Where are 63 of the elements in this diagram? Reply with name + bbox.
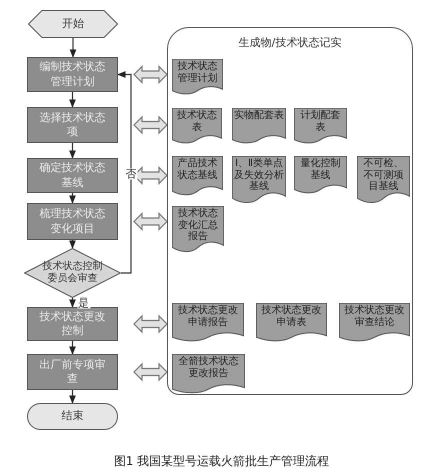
node-label: 技术状态变化汇总报告 <box>177 208 219 242</box>
node-label: 生成物/技术状态记实 <box>238 35 342 51</box>
document-shape <box>172 59 223 95</box>
double-block-arrow <box>133 362 168 382</box>
double-block-arrow <box>133 65 168 84</box>
document-shape <box>172 108 222 144</box>
node-label: 全箭技术状态更改报告 <box>178 356 240 379</box>
document-shape <box>232 156 286 204</box>
double-block-arrow <box>133 212 168 231</box>
node-label: 技术状态更改审查结论 <box>344 305 406 328</box>
arrow <box>69 143 76 159</box>
node-label: 量化控制基线 <box>300 158 342 181</box>
document-shape <box>172 206 224 253</box>
double-block-arrow <box>133 116 168 134</box>
document-shape <box>339 303 410 342</box>
document-shape <box>256 303 327 342</box>
node-label: 产品技术状态基线 <box>176 158 218 181</box>
document-shape <box>232 108 286 144</box>
process-box <box>27 354 118 390</box>
node-label: 梳理技术状态变化项目 <box>39 207 106 236</box>
arrow <box>70 38 76 58</box>
edge-label: 是 <box>77 297 90 308</box>
arrow <box>69 92 76 108</box>
edge-label: 否 <box>124 168 138 180</box>
node-label: 编制技术状态管理计划 <box>39 60 106 89</box>
document-shape <box>294 156 347 194</box>
caption: 图1 我国某型号运载火箭批生产管理流程 <box>114 453 330 470</box>
process-box <box>27 107 118 143</box>
node-label: 技术状态控制委员会审查 <box>42 261 104 285</box>
end-terminal <box>27 403 118 430</box>
node-label: 技术状态表 <box>176 110 218 133</box>
node-label: 技术状态管理计划 <box>176 61 218 84</box>
arrow <box>117 71 132 274</box>
document-shape <box>172 354 245 394</box>
record-panel <box>167 27 413 395</box>
document-shape <box>294 108 347 144</box>
process-box <box>27 158 118 193</box>
node-label: 选择技术状态项 <box>39 110 106 140</box>
process-box <box>27 57 118 92</box>
node-label: 确定技术状态基线 <box>39 161 106 190</box>
arrow <box>69 390 76 404</box>
node-label: 技术状态更改申请报告 <box>177 305 239 328</box>
node-label: 计划配套表 <box>300 110 342 133</box>
document-shape <box>172 156 223 196</box>
node-label: 技术状态更改申请表 <box>260 305 322 328</box>
node-label: 结束 <box>62 408 84 424</box>
node-label: Ⅰ、Ⅱ类单点及失效分析基线 <box>234 158 284 192</box>
arrow <box>69 193 76 204</box>
double-block-arrow <box>133 314 168 334</box>
document-shape <box>172 303 244 342</box>
node-label: 技术状态更改控制 <box>39 310 106 338</box>
start-terminal <box>28 10 118 38</box>
arrow <box>69 240 76 249</box>
document-shape <box>357 156 410 204</box>
decision-diamond <box>24 248 121 298</box>
process-box <box>27 203 118 240</box>
arrow <box>69 341 76 355</box>
node-label: 开始 <box>62 16 84 32</box>
node-label: 实物配套表 <box>234 110 284 122</box>
node-label: 出厂前专项审查 <box>39 358 106 386</box>
process-box <box>27 307 118 341</box>
node-label: 不可检、不可测项目基线 <box>362 158 404 192</box>
arrow <box>69 298 76 308</box>
